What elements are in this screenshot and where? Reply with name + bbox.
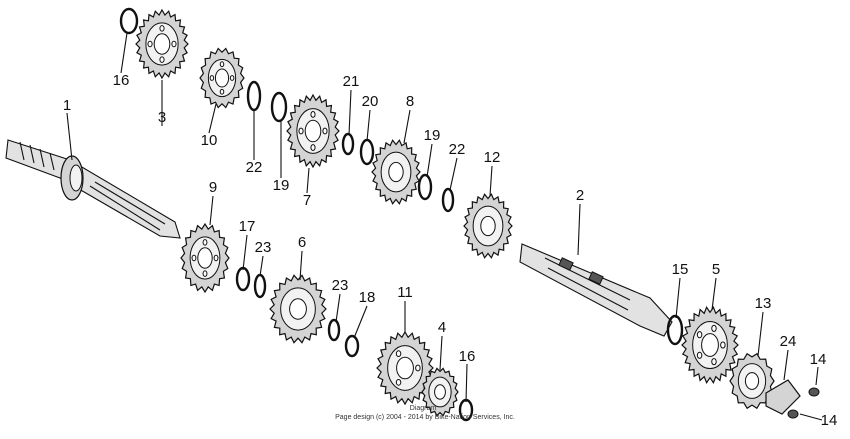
circlip-22-mid	[441, 187, 455, 213]
callout-22a: 22	[246, 159, 263, 176]
callout-14a: 14	[810, 351, 827, 368]
circlip-22-top	[246, 80, 262, 112]
callout-14b: 14	[821, 412, 838, 429]
leader-line	[426, 143, 433, 178]
leader-line	[757, 311, 764, 357]
callout-7: 7	[303, 192, 311, 209]
callout-18: 18	[359, 289, 376, 306]
gear-11	[376, 330, 434, 406]
copyright-line2: Page design (c) 2004 - 2014 by Bike-Nati…	[335, 414, 515, 421]
bolt-14-bottom	[787, 409, 799, 419]
washer-16-top	[119, 7, 139, 35]
gear-6	[269, 274, 327, 344]
callout-11: 11	[397, 284, 413, 301]
callout-13: 13	[755, 295, 772, 312]
parts-group	[119, 7, 820, 422]
gear-12	[463, 193, 513, 259]
callout-12: 12	[484, 149, 501, 166]
leader-line	[489, 165, 493, 197]
callout-19a: 19	[273, 177, 290, 194]
callout-3: 3	[158, 109, 166, 126]
callout-22b: 22	[449, 141, 466, 158]
sprocket-13	[729, 352, 775, 410]
callout-21: 21	[343, 73, 360, 90]
circlip-23-right	[327, 318, 341, 342]
callout-9: 9	[209, 179, 217, 196]
bolt-14-top	[808, 387, 820, 397]
callout-10: 10	[201, 132, 218, 149]
leader-line	[208, 103, 217, 134]
callout-23b: 23	[332, 277, 349, 294]
gear-3	[135, 8, 189, 80]
gear-4	[421, 367, 459, 417]
leader-line	[335, 293, 341, 323]
washer-19-top	[270, 91, 288, 123]
leader-line	[783, 349, 789, 381]
leader-lines	[66, 32, 823, 421]
leader-line	[577, 203, 581, 256]
gear-10	[199, 47, 245, 109]
leader-line	[675, 277, 681, 319]
callout-2: 2	[576, 187, 584, 204]
callout-5: 5	[712, 261, 720, 278]
callout-23a: 23	[255, 239, 272, 256]
callout-1: 1	[63, 97, 71, 114]
gear-8	[371, 139, 421, 205]
leader-line	[259, 255, 264, 277]
callout-20: 20	[362, 93, 379, 110]
callout-24: 24	[780, 333, 797, 350]
leader-line	[242, 234, 248, 271]
gear-5	[681, 306, 739, 384]
callout-16b: 16	[459, 348, 476, 365]
callout-labels: 1 2 3 4 5 6 7 8 9 10 11 12 13 14 14 15 1…	[63, 72, 838, 429]
countershaft	[519, 243, 673, 337]
callout-6: 6	[298, 234, 306, 251]
leader-line	[799, 413, 823, 421]
callout-19b: 19	[424, 127, 441, 144]
leader-line	[815, 366, 819, 386]
leader-line	[449, 157, 458, 191]
gear-9	[180, 222, 230, 294]
washer-17	[235, 266, 251, 292]
washer-15	[666, 314, 684, 346]
leader-line	[306, 167, 310, 194]
leader-line	[66, 112, 73, 161]
leader-line	[711, 277, 717, 311]
copyright-line1: Diagram	[410, 405, 437, 412]
leader-line	[353, 305, 368, 339]
leader-line	[403, 109, 411, 144]
washer-19-mid	[417, 173, 433, 201]
callout-15: 15	[672, 261, 689, 278]
washer-18	[344, 334, 360, 358]
callout-8: 8	[406, 93, 414, 110]
leader-line	[209, 195, 214, 226]
circlip-23-left	[253, 273, 267, 299]
callout-4: 4	[438, 319, 446, 336]
circlip-21	[341, 132, 355, 156]
mainshaft	[5, 139, 181, 239]
leader-line	[439, 335, 443, 371]
gear-7	[286, 93, 340, 169]
leader-line	[366, 109, 371, 142]
callout-17: 17	[239, 218, 256, 235]
leader-line	[465, 363, 468, 403]
washer-20	[359, 138, 375, 166]
callout-16a: 16	[113, 72, 130, 89]
plate-24	[765, 379, 801, 415]
leader-line	[299, 250, 303, 281]
leader-line	[120, 32, 128, 74]
leader-line	[348, 89, 352, 136]
